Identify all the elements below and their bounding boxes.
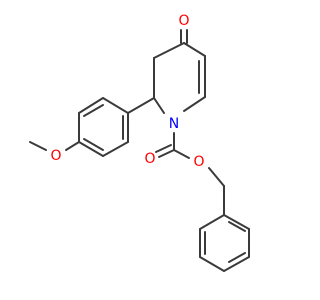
bond-double-inner <box>228 221 246 232</box>
bond <box>208 167 225 187</box>
molecule-svg: O N O O O <box>29 13 250 272</box>
structure-canvas: O N O O O <box>29 13 250 272</box>
bond-double-inner <box>83 138 104 151</box>
bond <box>223 214 250 230</box>
bond <box>127 97 155 114</box>
bond <box>183 96 206 112</box>
bond <box>153 97 165 114</box>
bond <box>65 141 80 151</box>
bond <box>102 141 129 157</box>
atom-label-ester-oxygen: O <box>193 154 204 170</box>
bond <box>183 42 206 57</box>
bond <box>78 97 104 114</box>
bond-double-inner <box>228 252 246 263</box>
bond <box>173 149 190 159</box>
atom-label-keto-oxygen: O <box>178 13 189 29</box>
bond <box>153 42 185 59</box>
atom-label-methoxy-oxygen: O <box>50 148 61 164</box>
bond <box>199 256 225 272</box>
atom-label-carbonyl-oxygen: O <box>144 151 155 167</box>
bond <box>29 141 47 151</box>
bond <box>158 149 175 158</box>
bond <box>78 141 104 157</box>
bond <box>102 97 129 114</box>
bond <box>199 214 225 230</box>
atom-label-nitrogen: N <box>169 116 179 132</box>
bond <box>223 256 250 272</box>
bond <box>155 144 172 153</box>
bond-double-inner <box>83 104 104 117</box>
